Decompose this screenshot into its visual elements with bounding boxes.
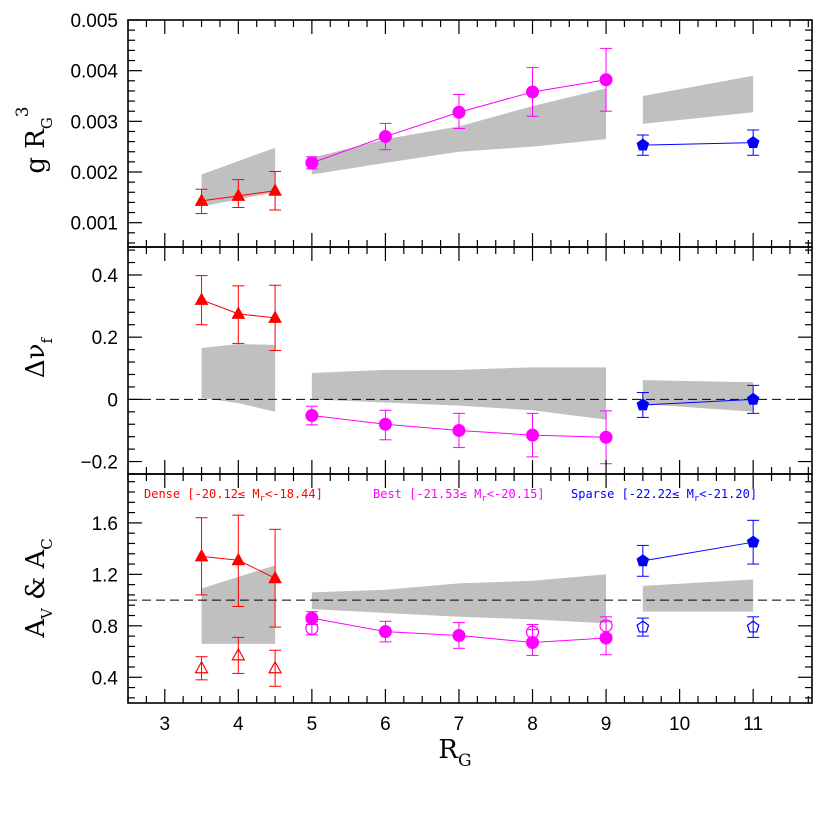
error-bar-bottom-dense-A_C-1 [232, 636, 245, 674]
legend-best: Best [-21.53≤ Mr<-20.15] [373, 487, 545, 504]
marker-top-best-2 [452, 105, 466, 119]
x-tick-label: 3 [159, 714, 170, 735]
band-bottom-1 [311, 574, 607, 624]
band-middle-0 [201, 344, 276, 412]
x-tick-label: 7 [454, 714, 465, 735]
marker-top-best-4 [599, 73, 613, 87]
band-bottom-2 [642, 579, 754, 612]
marker-bottom-dense-A_V-2 [268, 570, 282, 584]
marker-bottom-dense-A_V-1 [231, 552, 246, 566]
marker-top-sparse-0 [636, 138, 650, 151]
marker-bottom-dense-A_C-1 [231, 647, 246, 661]
marker-top-dense-0 [194, 193, 209, 206]
marker-top-best-1 [378, 130, 392, 144]
x-tick-label: 11 [743, 714, 763, 735]
x-tick-label: 5 [307, 714, 318, 735]
marker-bottom-dense-A_V-0 [194, 548, 209, 562]
y-tick-label-bottom: 1.6 [92, 514, 118, 535]
axis-ticks: 0.001 0.002 0.003 0.004 0.005 −0.2 0 0.2 0.4 0.4 0… [70, 11, 812, 735]
marker-top-dense-1 [231, 188, 246, 201]
y-axis-title-top: g RG3 [13, 106, 56, 173]
x-tick-label: 8 [527, 714, 538, 735]
reference-lines [128, 398, 812, 601]
marker-bottom-best-A_V-2 [452, 628, 466, 642]
bands-layer [201, 75, 754, 644]
y-tick-label-bottom: 0.4 [92, 668, 119, 689]
y-tick-label-middle: 0.4 [92, 266, 119, 287]
y-tick-label-top: 0.004 [70, 62, 118, 83]
marker-middle-best-1 [378, 417, 392, 431]
y-tick-label-top: 0.003 [70, 112, 118, 133]
x-tick-label: 9 [601, 714, 612, 735]
marker-top-sparse-1 [746, 136, 760, 148]
legend-dense: Dense [-20.12≤ Mr<-18.44] [144, 487, 323, 504]
band-middle-1 [311, 367, 607, 420]
x-tick-label: 4 [233, 714, 244, 735]
legend-sparse: Sparse [-22.22≤ Mr<-21.20] [571, 487, 757, 504]
error-bar-bottom-best-A_C-1 [526, 624, 539, 641]
marker-middle-sparse-0 [636, 398, 650, 411]
marker-middle-dense-2 [268, 310, 282, 323]
x-tick-label: 6 [380, 714, 391, 735]
y-tick-label-bottom: 0.8 [92, 617, 118, 638]
y-tick-label-top: 0.001 [70, 214, 118, 235]
marker-middle-dense-1 [231, 306, 246, 319]
marker-bottom-sparse-A_C-1 [746, 620, 760, 633]
y-tick-label-top: 0.002 [70, 163, 118, 184]
y-tick-label-middle: 0.2 [92, 328, 118, 349]
band-top-0 [201, 147, 276, 207]
y-axis-title-middle: Δνf [21, 336, 56, 378]
marker-bottom-sparse-A_C-0 [636, 620, 650, 633]
series-line-bottom-sparse-A_V [642, 541, 754, 562]
x-axis-title: RG [438, 735, 471, 771]
axes-frames [127, 19, 813, 704]
y-tick-label-top: 0.005 [70, 11, 118, 32]
marker-bottom-best-A_C-1 [525, 625, 540, 639]
marker-middle-best-3 [526, 428, 540, 442]
marker-top-best-3 [526, 85, 540, 99]
marker-middle-dense-0 [194, 292, 209, 305]
marker-bottom-sparse-A_V-1 [746, 535, 760, 548]
marker-middle-best-2 [452, 423, 466, 437]
series-line-top-sparse [642, 142, 754, 146]
marker-middle-best-0 [305, 409, 319, 423]
data-layer [194, 47, 760, 687]
marker-top-dense-2 [268, 183, 282, 196]
marker-bottom-best-A_V-1 [378, 625, 392, 639]
y-tick-label-bottom: 1.2 [92, 565, 118, 586]
y-tick-label-middle: 0 [107, 390, 118, 411]
series-line-middle-sparse [642, 398, 754, 406]
y-tick-label-middle: −0.2 [80, 453, 118, 474]
band-middle-2 [642, 380, 754, 412]
band-top-2 [642, 75, 754, 124]
marker-bottom-dense-A_C-0 [194, 660, 209, 674]
marker-bottom-dense-A_C-2 [268, 660, 283, 674]
x-tick-label: 10 [669, 714, 690, 735]
marker-middle-sparse-1 [746, 392, 760, 405]
marker-top-best-0 [305, 156, 319, 170]
error-bar-bottom-dense-A_C-2 [269, 649, 282, 687]
marker-bottom-best-A_C-0 [305, 621, 319, 635]
marker-middle-best-4 [599, 430, 613, 444]
marker-bottom-sparse-A_V-0 [636, 554, 650, 567]
y-axis-title-bottom: AV & AC [21, 538, 56, 639]
panel-frame-bottom [127, 473, 813, 704]
marker-bottom-best-A_C-2 [599, 619, 613, 633]
error-bar-bottom-sparse-A_C-1 [747, 616, 760, 638]
